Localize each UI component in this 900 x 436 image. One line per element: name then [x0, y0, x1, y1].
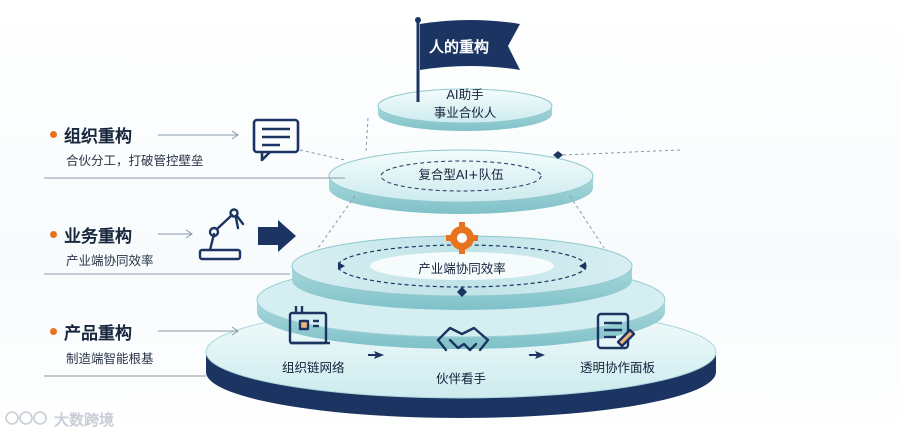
- handshake-icon: [436, 326, 490, 352]
- tier-top-line2: 事业合伙人: [433, 105, 497, 120]
- flow-arrows: [368, 351, 545, 359]
- section-bullet-org: [50, 131, 57, 138]
- tier-top-disc: [377, 88, 553, 131]
- tier-second-label: 复合型AI+队伍: [418, 167, 504, 182]
- flag-icon: [415, 17, 520, 102]
- tier-second-disc: [328, 149, 594, 214]
- tier-third-label: 产业端协同效率: [418, 261, 506, 276]
- tier-third-disc: [291, 235, 633, 310]
- bottom-item-collab-panel: 透明协作面板: [580, 360, 656, 375]
- factory-machine-icon: [288, 306, 330, 345]
- section-bullet-product: [50, 328, 57, 335]
- section-connector-arrows: [44, 130, 345, 377]
- document-chat-icon: [252, 118, 300, 162]
- section-title-org: 组织重构: [64, 127, 132, 147]
- bottom-item-org-chain: 组织链网络: [282, 360, 345, 375]
- tier-top-line1: AI助手: [446, 87, 484, 102]
- tier-connector-lines: [299, 117, 681, 249]
- section-subtitle-org: 合伙分工，打破管控壁垒: [66, 153, 204, 168]
- robot-arm-icon: [198, 208, 245, 261]
- big-arrow-icon: [258, 220, 296, 252]
- watermark-logo-icon: [5, 411, 47, 425]
- watermark-text: 大数跨境: [54, 411, 115, 429]
- section-title-product: 产品重构: [64, 324, 132, 344]
- section-title-business: 业务重构: [64, 227, 132, 247]
- section-subtitle-business: 产业端协同效率: [66, 253, 154, 268]
- section-bullet-business: [50, 231, 57, 238]
- flag-label: 人的重构: [429, 38, 490, 56]
- document-icon: [596, 312, 636, 350]
- section-subtitle-product: 制造端智能根基: [66, 351, 154, 366]
- gear-icon: [446, 222, 478, 254]
- bottom-item-partner: 伙伴看手: [436, 371, 487, 386]
